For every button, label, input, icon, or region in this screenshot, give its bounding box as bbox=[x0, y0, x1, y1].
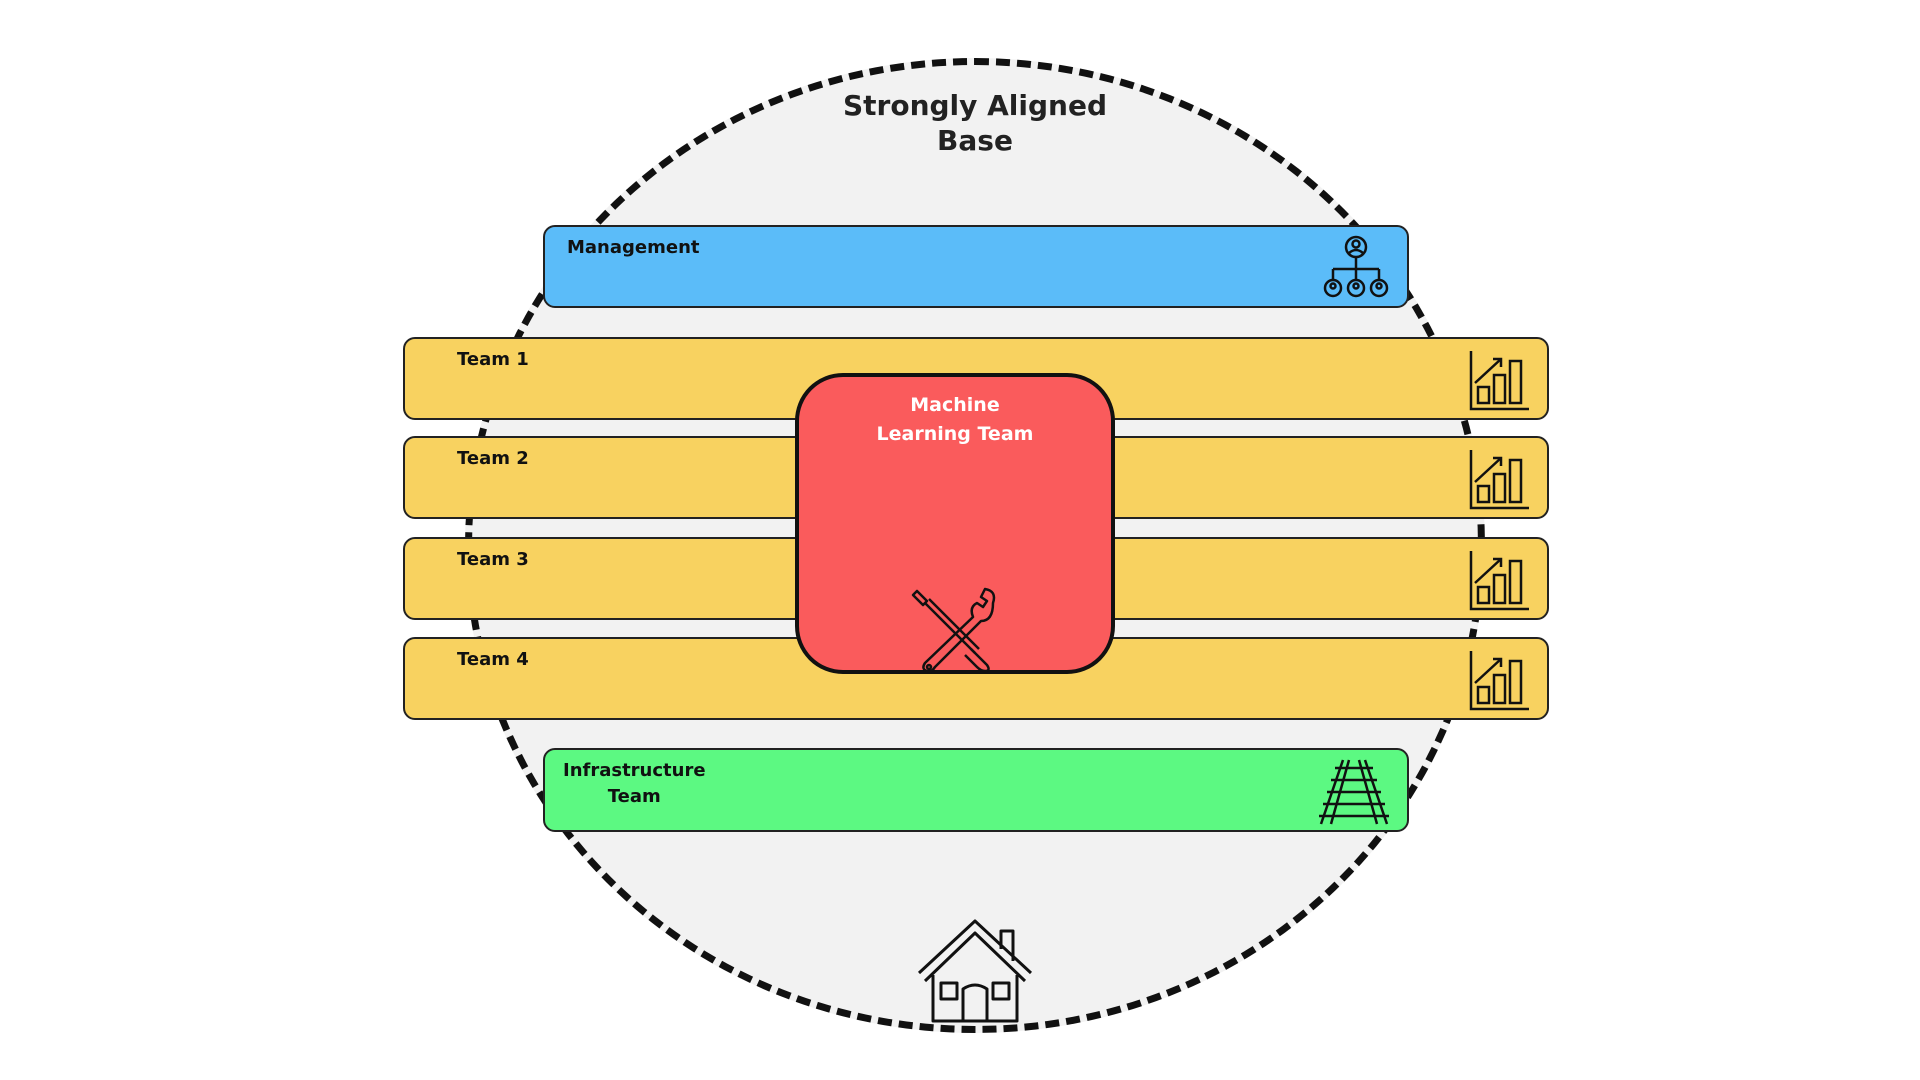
management-label: Management bbox=[567, 237, 700, 258]
infrastructure-bar: Infrastructure Team bbox=[543, 748, 1409, 832]
team-1-label: Team 1 bbox=[457, 349, 529, 370]
team-3-label: Team 3 bbox=[457, 549, 529, 570]
org-chart-icon bbox=[1323, 235, 1389, 298]
tools-icon bbox=[911, 587, 996, 673]
ml-team-label: Machine Learning Team bbox=[876, 394, 1034, 445]
base-title: Strongly Aligned Base bbox=[842, 89, 1108, 157]
growth-chart-icon bbox=[1469, 351, 1529, 411]
team-4-label: Team 4 bbox=[457, 649, 529, 670]
management-bar: Management bbox=[543, 225, 1409, 308]
house-icon bbox=[917, 919, 1033, 1023]
railway-track-icon bbox=[1319, 759, 1389, 825]
growth-chart-icon bbox=[1469, 450, 1529, 510]
growth-chart-icon bbox=[1469, 651, 1529, 711]
team-2-label: Team 2 bbox=[457, 448, 529, 469]
growth-chart-icon bbox=[1469, 551, 1529, 611]
machine-learning-team-box: Machine Learning Team bbox=[795, 373, 1115, 674]
infrastructure-label: Infrastructure Team bbox=[563, 760, 706, 807]
